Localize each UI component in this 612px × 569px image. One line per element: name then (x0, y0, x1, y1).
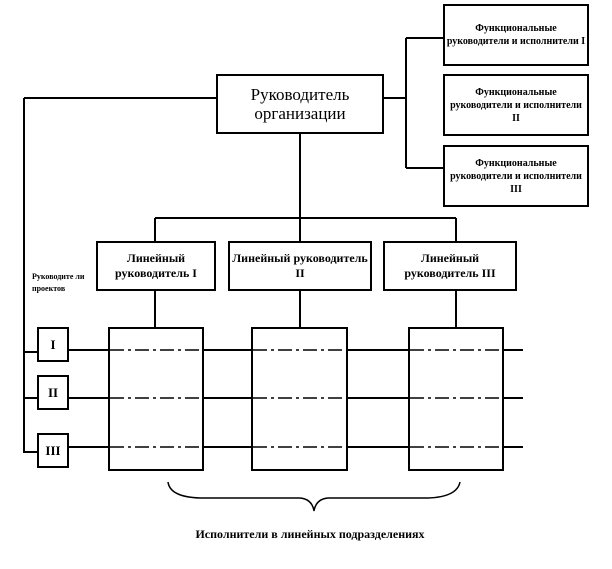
functional-box-3: Функциональные руководители и исполнител… (443, 145, 589, 207)
functional-label-1: Функциональные руководители и исполнител… (446, 23, 586, 47)
project-label-2: II (47, 384, 59, 400)
projects-heading: Руководите ли проектов (32, 272, 85, 293)
functional-label-3: Функциональные руководители и исполнител… (450, 157, 582, 195)
project-box-1: I (37, 327, 69, 362)
executors-brace (167, 481, 461, 512)
linear-box-1: Линейный руководитель I (96, 241, 216, 291)
linear-label-3: Линейный руководитель III (404, 251, 496, 280)
linear-box-2: Линейный руководитель II (228, 241, 372, 291)
linear-label-2: Линейный руководитель II (232, 251, 368, 280)
functional-box-2: Функциональные руководители и исполнител… (443, 74, 589, 136)
functional-box-1: Функциональные руководители и исполнител… (443, 4, 589, 66)
executors-caption: Исполнители в линейных подразделениях (195, 527, 425, 541)
project-box-2: II (37, 375, 69, 410)
project-label-1: I (50, 336, 56, 352)
project-box-3: III (37, 433, 69, 468)
org-head-box: Руководитель организации (216, 74, 384, 134)
executor-group-3 (408, 327, 504, 471)
linear-label-1: Линейный руководитель I (115, 251, 197, 280)
linear-box-3: Линейный руководитель III (383, 241, 517, 291)
project-label-3: III (45, 442, 61, 458)
org-head-label: Руководитель организации (250, 85, 350, 123)
functional-label-2: Функциональные руководители и исполнител… (450, 86, 582, 124)
executor-group-2 (251, 327, 348, 471)
executor-group-1 (108, 327, 204, 471)
